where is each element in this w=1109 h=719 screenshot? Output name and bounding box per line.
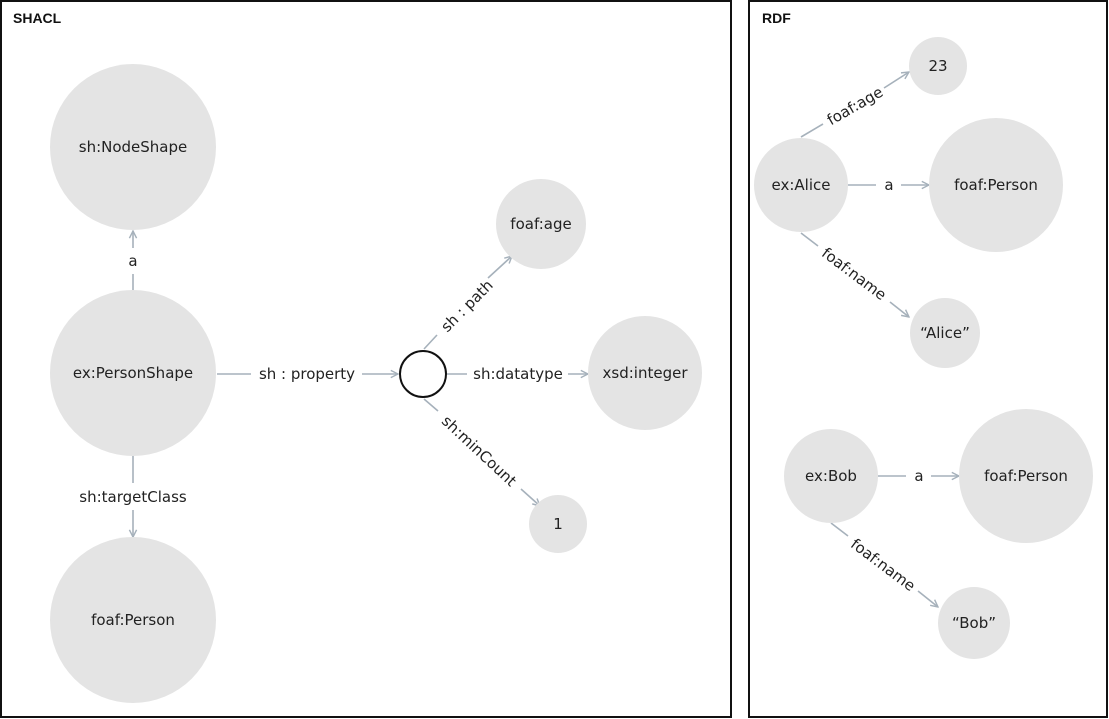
- node-ex-alice: ex:Alice: [754, 138, 848, 232]
- node-alice-type: foaf:Person: [929, 118, 1063, 252]
- edge-a: a: [128, 231, 138, 291]
- node-label-bob-name-literal: “Bob”: [952, 614, 996, 632]
- node-label-xsd-integer: xsd:integer: [603, 364, 689, 382]
- node-label-alice-name-literal: “Alice”: [920, 324, 970, 342]
- edge-label-alice-a: a: [884, 176, 893, 194]
- shacl-panel-title: SHACL: [13, 10, 62, 26]
- edge-datatype: sh:datatype: [447, 365, 588, 383]
- node-label-alice-type: foaf:Person: [954, 176, 1038, 194]
- node-label-foaf-person: foaf:Person: [91, 611, 175, 629]
- edge-label-datatype: sh:datatype: [473, 365, 563, 383]
- edge-alice-a: a: [848, 176, 929, 194]
- node-bob-type: foaf:Person: [959, 409, 1093, 543]
- node-label-ex-alice: ex:Alice: [772, 176, 831, 194]
- rdf-panel-title: RDF: [762, 10, 791, 26]
- node-age-value: 23: [909, 37, 967, 95]
- node-label-min-count-value: 1: [553, 515, 563, 533]
- node-label-foaf-age: foaf:age: [510, 215, 571, 233]
- edge-label-bob-a: a: [914, 467, 923, 485]
- edge-label-target-class: sh:targetClass: [79, 488, 187, 506]
- node-min-count-value: 1: [529, 495, 587, 553]
- edge-label-property: sh : property: [259, 365, 355, 383]
- node-label-ex-bob: ex:Bob: [805, 467, 857, 485]
- edge-property: sh : property: [217, 365, 398, 383]
- node-bob-name-literal: “Bob”: [938, 587, 1010, 659]
- node-sh-nodeshape: sh:NodeShape: [50, 64, 216, 230]
- node-alice-name-literal: “Alice”: [910, 298, 980, 368]
- node-blank: [399, 350, 447, 398]
- node-ex-bob: ex:Bob: [784, 429, 878, 523]
- edge-bob-a: a: [878, 467, 959, 485]
- node-foaf-person: foaf:Person: [50, 537, 216, 703]
- edge-label-a: a: [128, 252, 137, 270]
- node-label-bob-type: foaf:Person: [984, 467, 1068, 485]
- node-label-ex-personshape: ex:PersonShape: [73, 364, 193, 382]
- node-label-age-value: 23: [928, 57, 947, 75]
- node-ex-personshape: ex:PersonShape: [50, 290, 216, 456]
- node-label-sh-nodeshape: sh:NodeShape: [79, 138, 188, 156]
- node-xsd-integer: xsd:integer: [588, 316, 702, 430]
- edge-target-class: sh:targetClass: [79, 455, 187, 537]
- node-foaf-age: foaf:age: [496, 179, 586, 269]
